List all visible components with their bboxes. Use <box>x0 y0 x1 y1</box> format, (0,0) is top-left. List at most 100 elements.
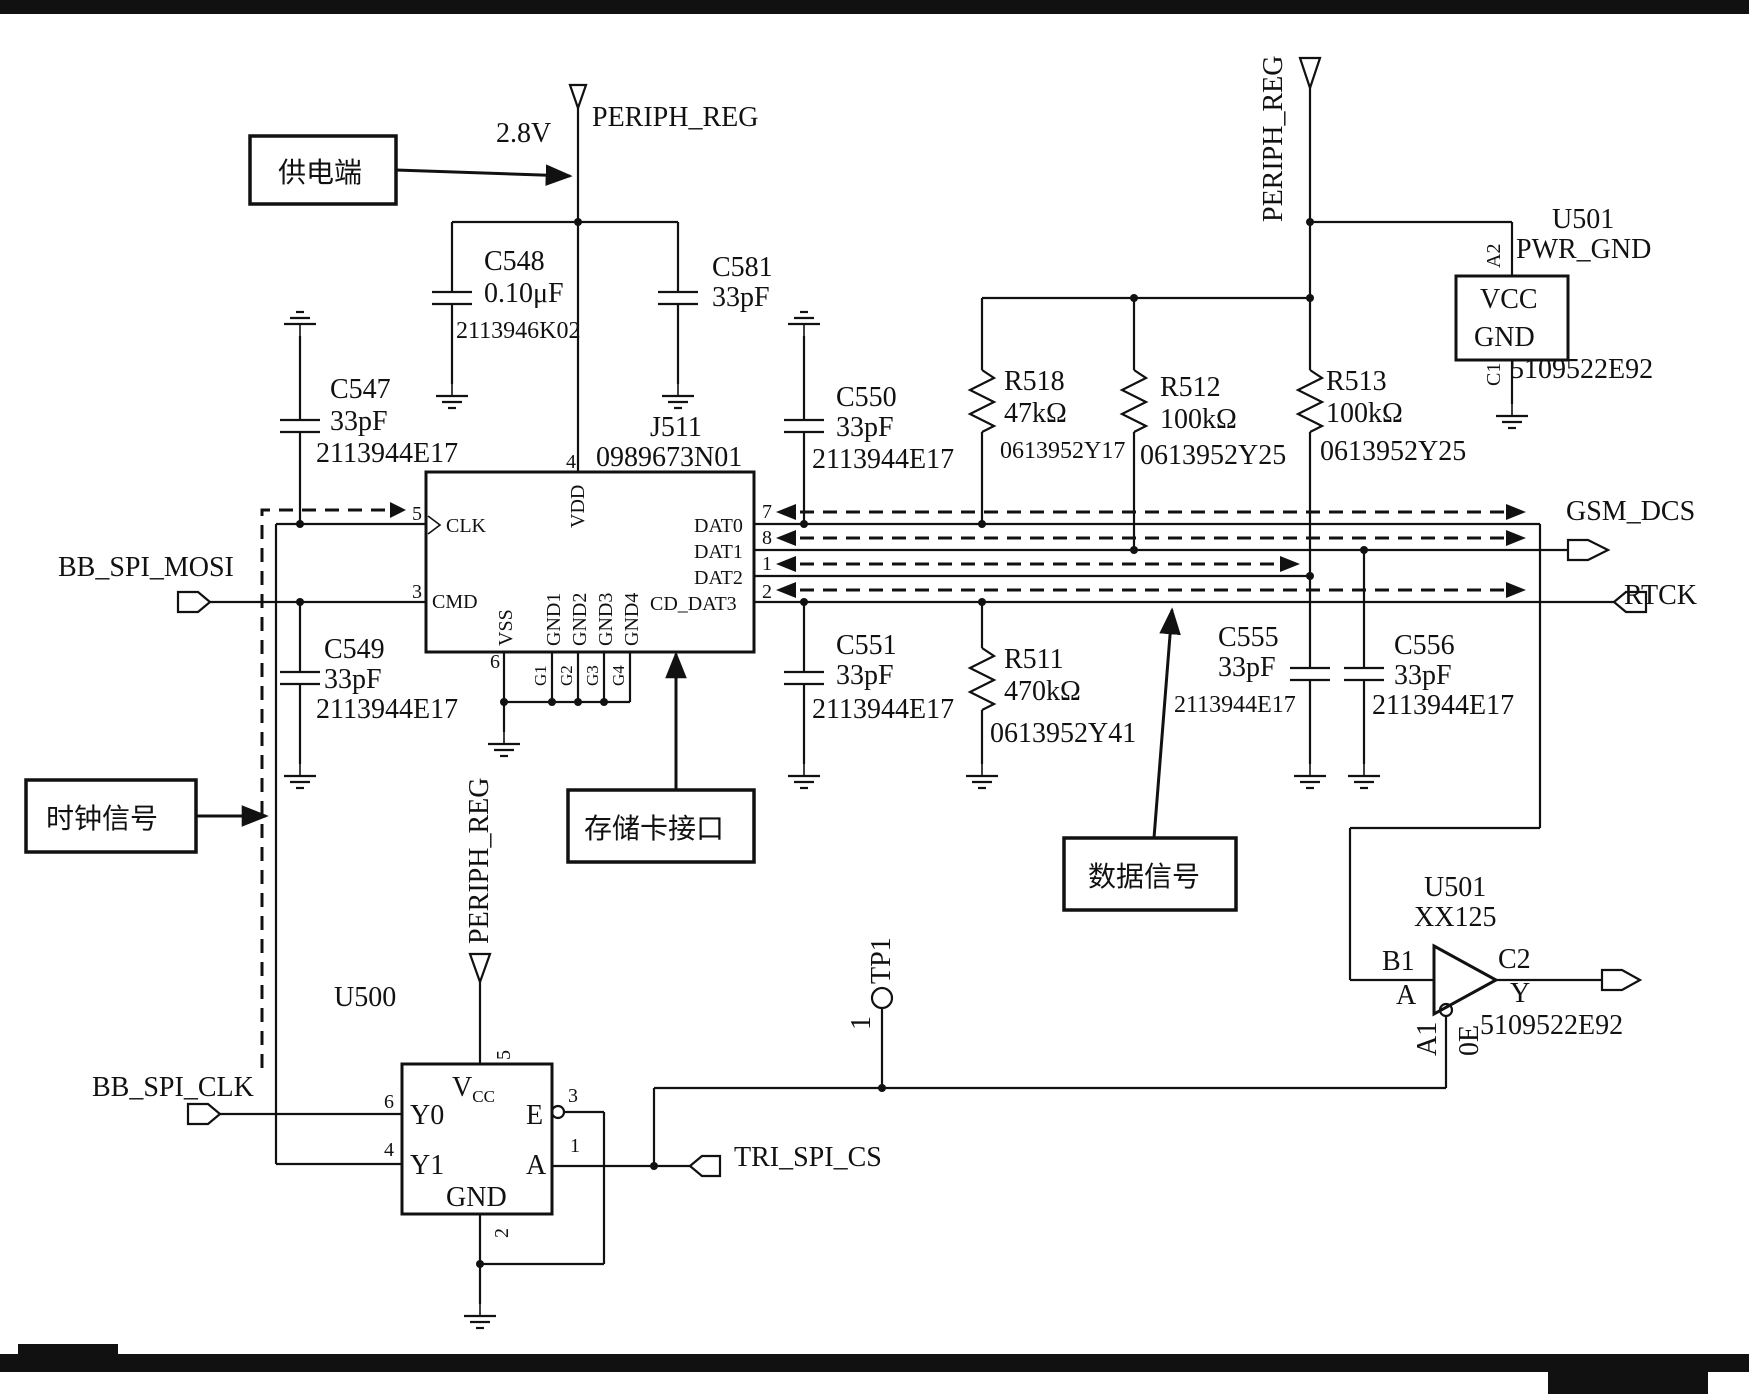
bb-spi-mosi-label: BB_SPI_MOSI <box>58 552 234 583</box>
top-border <box>0 0 1749 14</box>
j511-part: 0989673N01 <box>596 442 742 473</box>
svg-text:2: 2 <box>491 1228 513 1238</box>
svg-text:VCC: VCC <box>452 1072 495 1106</box>
net-bb-spi-clk: BB_SPI_CLK <box>92 1072 402 1126</box>
svg-text:A: A <box>1396 980 1417 1011</box>
svg-text:B1: B1 <box>1382 946 1415 977</box>
net-bb-spi-mosi: BB_SPI_MOSI <box>58 552 426 614</box>
svg-text:Y1: Y1 <box>410 1150 444 1181</box>
svg-text:5: 5 <box>493 1050 515 1060</box>
annotation-power: 供电端 <box>248 134 573 206</box>
svg-text:R511: R511 <box>1004 644 1064 675</box>
c548-part: 2113946K02 <box>456 318 580 344</box>
svg-text:A1: A1 <box>1412 1022 1443 1056</box>
svg-text:U501: U501 <box>1552 204 1614 235</box>
connector-j511: J511 0989673N01 4 VDD CLK 5 CMD 3 DAT0 D… <box>412 412 772 758</box>
svg-text:U501: U501 <box>1424 872 1486 903</box>
periph-reg-label: PERIPH_REG <box>592 102 758 133</box>
svg-text:TP1: TP1 <box>866 937 897 984</box>
c548-value: 0.10μF <box>484 278 564 309</box>
annotation-clock: 时钟信号 <box>24 778 269 854</box>
svg-text:VDD: VDD <box>567 485 589 528</box>
svg-text:G2: G2 <box>557 665 576 686</box>
capacitor-c556: C556 33pF 2113944E17 <box>1344 546 1514 790</box>
periph-reg-rail-left: PERIPH_REG 2.8V <box>452 83 758 472</box>
capacitor-c555: C555 33pF 2113944E17 <box>1174 622 1330 790</box>
svg-text:33pF: 33pF <box>330 406 388 437</box>
svg-text:VCC: VCC <box>1480 284 1538 315</box>
svg-text:2113944E17: 2113944E17 <box>812 444 954 475</box>
svg-text:1: 1 <box>762 553 772 575</box>
svg-text:PERIPH_REG: PERIPH_REG <box>1258 56 1289 222</box>
svg-text:1: 1 <box>570 1135 580 1157</box>
svg-text:5109522E92: 5109522E92 <box>1510 354 1653 385</box>
tri-spi-cs-label: TRI_SPI_CS <box>734 1142 882 1173</box>
svg-text:数据信号: 数据信号 <box>1088 860 1200 893</box>
periph-reg-rail-right: PERIPH_REG <box>1258 56 1514 298</box>
svg-text:2113944E17: 2113944E17 <box>1372 690 1514 721</box>
j511-ref: J511 <box>650 412 702 443</box>
svg-text:A: A <box>526 1150 547 1181</box>
svg-text:0613952Y17: 0613952Y17 <box>1000 438 1125 464</box>
svg-text:G3: G3 <box>583 665 602 686</box>
svg-text:33pF: 33pF <box>1394 660 1452 691</box>
svg-text:33pF: 33pF <box>836 412 894 443</box>
rtck-label: RTCK <box>1624 580 1697 611</box>
voltage-label: 2.8V <box>496 118 551 149</box>
svg-text:3: 3 <box>412 581 422 603</box>
svg-text:C556: C556 <box>1394 630 1455 661</box>
svg-text:2: 2 <box>762 581 772 603</box>
bottom-border <box>0 1354 1749 1372</box>
svg-text:33pF: 33pF <box>324 664 382 695</box>
svg-text:时钟信号: 时钟信号 <box>46 802 158 835</box>
svg-text:DAT0: DAT0 <box>694 515 743 537</box>
svg-text:2113944E17: 2113944E17 <box>812 694 954 725</box>
svg-text:2113944E17: 2113944E17 <box>316 438 458 469</box>
capacitor-c550: C550 33pF 2113944E17 <box>784 310 954 528</box>
svg-text:C1: C1 <box>1483 363 1505 386</box>
capacitor-c548: C548 0.10μF 2113946K02 <box>432 222 580 410</box>
svg-text:0613952Y41: 0613952Y41 <box>990 718 1136 749</box>
bottom-tab-right <box>1548 1372 1708 1394</box>
svg-text:R518: R518 <box>1004 366 1065 397</box>
svg-text:470kΩ: 470kΩ <box>1004 676 1081 707</box>
svg-text:GND: GND <box>446 1182 507 1213</box>
svg-text:3: 3 <box>568 1085 578 1107</box>
ic-u500: U500 PERIPH_REG 5 VCC GND Y0 Y1 E A 6 4 … <box>334 778 722 1330</box>
svg-text:6: 6 <box>490 651 500 673</box>
svg-text:E: E <box>526 1100 543 1131</box>
net-clk <box>274 520 426 1166</box>
svg-text:C550: C550 <box>836 382 897 413</box>
svg-text:C551: C551 <box>836 630 897 661</box>
svg-text:CD_DAT3: CD_DAT3 <box>650 593 737 615</box>
svg-text:C2: C2 <box>1498 944 1531 975</box>
svg-text:100kΩ: 100kΩ <box>1326 398 1403 429</box>
gsm-dcs-label: GSM_DCS <box>1566 496 1695 527</box>
capacitor-c547: C547 33pF 2113944E17 <box>280 310 458 524</box>
resistor-r518: R518 47kΩ 0613952Y17 <box>967 298 1125 528</box>
bottom-tab-left <box>18 1344 118 1354</box>
svg-text:C555: C555 <box>1218 622 1279 653</box>
capacitor-c581: C581 33pF <box>658 222 773 410</box>
svg-text:Y: Y <box>1510 978 1530 1009</box>
resistor-r512: R512 100kΩ 0613952Y25 <box>1119 298 1286 554</box>
svg-text:5109522E92: 5109522E92 <box>1480 1010 1623 1041</box>
svg-text:C549: C549 <box>324 634 385 665</box>
svg-text:CLK: CLK <box>446 515 487 537</box>
svg-text:2113944E17: 2113944E17 <box>1174 692 1296 718</box>
svg-text:GND3: GND3 <box>595 593 617 646</box>
svg-text:存储卡接口: 存储卡接口 <box>584 812 724 845</box>
svg-text:4: 4 <box>566 451 576 473</box>
svg-text:R512: R512 <box>1160 372 1221 403</box>
ic-u501-power: VCC GND U501 PWR_GND A2 C1 5109522E92 <box>1454 204 1653 430</box>
svg-text:PERIPH_REG: PERIPH_REG <box>464 778 495 944</box>
svg-text:47kΩ: 47kΩ <box>1004 398 1067 429</box>
svg-text:GND1: GND1 <box>543 593 565 646</box>
svg-text:R513: R513 <box>1326 366 1387 397</box>
ic-u501-buffer: U501 XX125 B1 A C2 Y A1 0E 5109522E92 <box>1382 872 1643 1088</box>
svg-text:GND2: GND2 <box>569 593 591 646</box>
capacitor-c551: C551 33pF 2113944E17 <box>784 598 954 790</box>
clock-dashed-path <box>260 508 396 1068</box>
bb-spi-clk-label: BB_SPI_CLK <box>92 1072 254 1103</box>
